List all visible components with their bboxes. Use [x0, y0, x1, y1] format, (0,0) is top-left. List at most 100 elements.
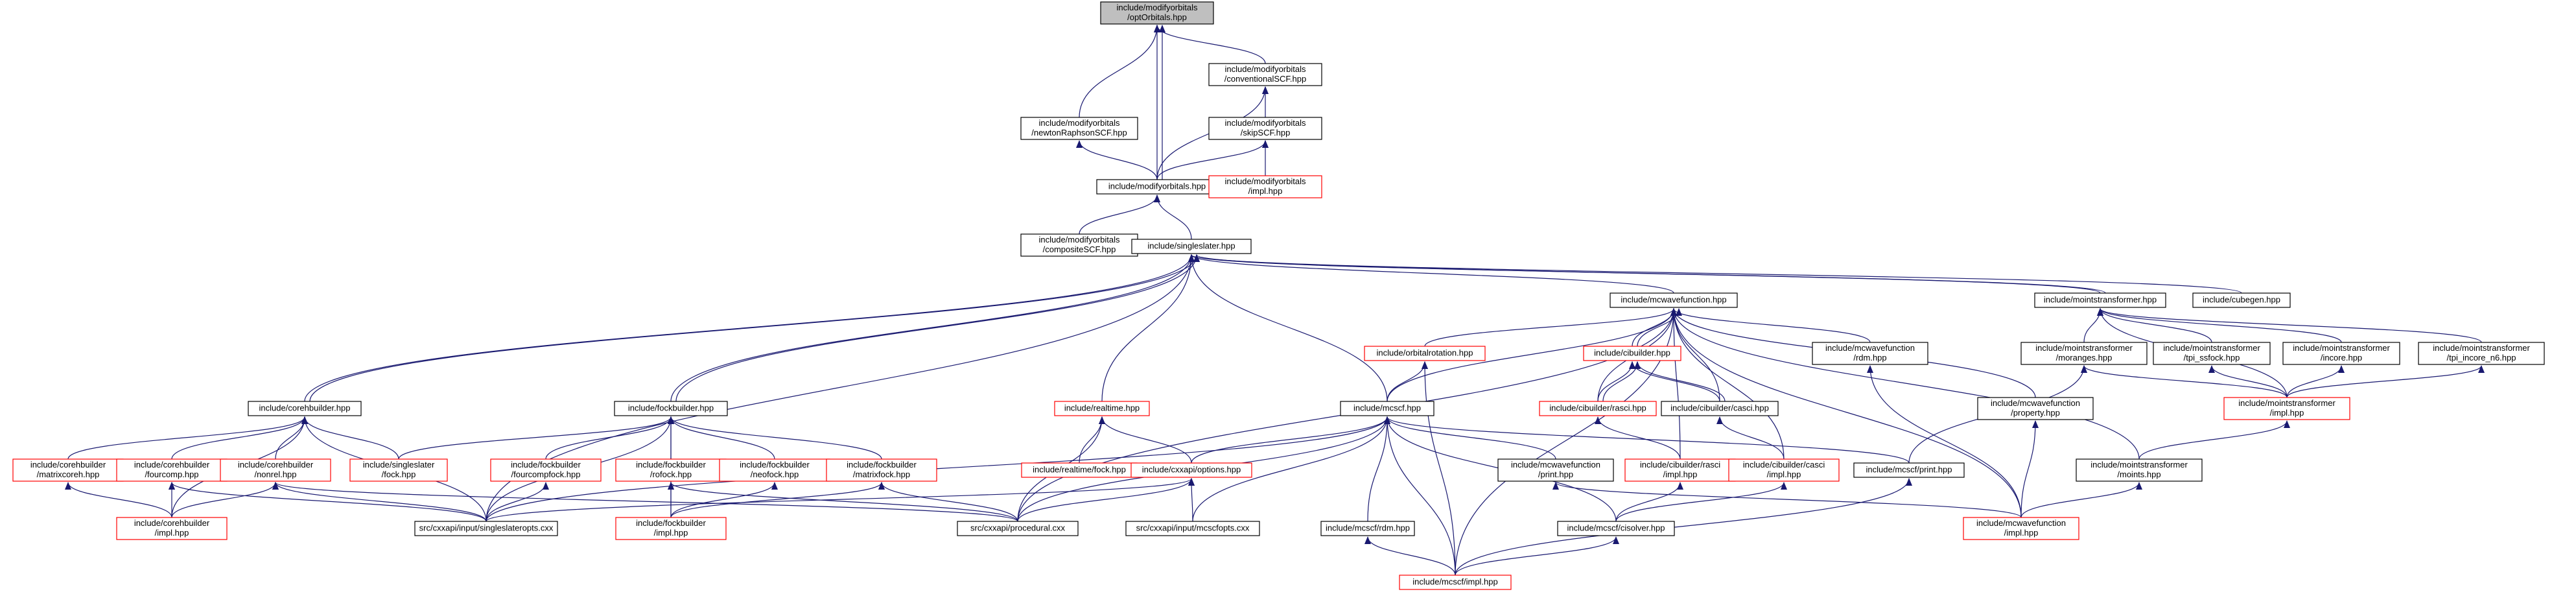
node-skipSCF[interactable]: include/modifyorbitals/skipSCF.hpp	[1208, 117, 1322, 140]
node-ch_impl[interactable]: include/corehbuilder/impl.hpp	[116, 517, 228, 540]
node-box	[615, 517, 727, 540]
node-fockbuilder[interactable]: include/fockbuilder.hpp	[614, 401, 728, 416]
node-procedural[interactable]: src/cxxapi/procedural.cxx	[957, 521, 1079, 536]
node-mcwavefunction[interactable]: include/mcwavefunction.hpp	[1610, 292, 1738, 308]
node-rt_fock[interactable]: include/realtime/fock.hpp	[1021, 462, 1138, 478]
node-box	[1497, 458, 1614, 482]
node-box	[1539, 401, 1657, 416]
node-box	[490, 458, 602, 482]
dependency-arrow	[1079, 195, 1160, 235]
dependency-arrow	[1424, 308, 1677, 347]
node-mcscfopts[interactable]: src/cxxapi/input/mcscfopts.cxx	[1125, 521, 1260, 536]
dependency-arrow	[1154, 25, 1266, 64]
dependency-arrow	[1154, 195, 1192, 240]
node-fb_impl[interactable]: include/fockbuilder/impl.hpp	[615, 517, 727, 540]
node-box	[1610, 292, 1738, 308]
node-singleslateropts[interactable]: src/cxxapi/input/singleslateropts.cxx	[414, 521, 558, 536]
node-box	[1583, 346, 1681, 361]
node-mcw_property[interactable]: include/mcwavefunction/property.hpp	[1977, 397, 2094, 420]
node-box	[220, 458, 331, 482]
node-cxxapi_options[interactable]: include/cxxapi/options.hpp	[1130, 462, 1252, 478]
node-label: include/cibuilder/casci.hpp	[1670, 403, 1769, 412]
node-rofock[interactable]: include/fockbuilder/rofock.hpp	[615, 458, 727, 482]
node-mcscf[interactable]: include/mcscf.hpp	[1340, 401, 1434, 416]
dependency-arrow	[1101, 254, 1195, 402]
node-label: include/singleslater	[363, 460, 435, 469]
dependency-arrow	[1422, 361, 1456, 576]
node-tpi_incore_n6[interactable]: include/mointstransformer/tpi_incore_n6.…	[2418, 342, 2545, 365]
node-box	[614, 401, 728, 416]
node-label: include/mointstransformer	[2293, 343, 2390, 353]
node-neofock[interactable]: include/fockbuilder/neofock.hpp	[719, 458, 830, 482]
dependency-arrow	[2083, 308, 2103, 343]
node-cisolver[interactable]: include/mcscf/cisolver.hpp	[1557, 521, 1675, 536]
node-box	[2418, 342, 2545, 365]
node-box	[2020, 342, 2148, 365]
dependency-arrow	[1079, 25, 1160, 118]
node-cib_casci[interactable]: include/cibuilder/casci.hpp	[1661, 401, 1779, 416]
node-mo_impl[interactable]: include/modifyorbitals/impl.hpp	[1208, 175, 1322, 198]
node-cib_rasci[interactable]: include/cibuilder/rasci.hpp	[1539, 401, 1657, 416]
node-orbitalrotation[interactable]: include/orbitalrotation.hpp	[1364, 346, 1486, 361]
node-rasci_impl[interactable]: include/cibuilder/rasci/impl.hpp	[1624, 458, 1736, 482]
node-fourcompfock[interactable]: include/fockbuilder/fourcompfock.hpp	[490, 458, 602, 482]
node-modifyorbitals[interactable]: include/modifyorbitals.hpp	[1096, 179, 1218, 195]
node-label: /moranges.hpp	[2056, 353, 2113, 362]
node-matrixfock[interactable]: include/fockbuilder/matrixfock.hpp	[826, 458, 937, 482]
node-incore[interactable]: include/mointstransformer/incore.hpp	[2282, 342, 2400, 365]
dependency-arrow	[675, 254, 1200, 402]
node-label: /print.hpp	[1538, 469, 1573, 479]
node-tpi_ssfock[interactable]: include/mointstransformer/tpi_ssfock.hpp	[2153, 342, 2271, 365]
dependency-arrow	[1188, 254, 1388, 402]
dependency-arrow	[1455, 536, 1619, 576]
node-mcw_impl[interactable]: include/mcwavefunction/impl.hpp	[1963, 517, 2079, 540]
node-label: include/mcscf/print.hpp	[1866, 464, 1952, 474]
node-label: /impl.hpp	[1248, 186, 1283, 196]
node-mcw_print[interactable]: include/mcwavefunction/print.hpp	[1497, 458, 1614, 482]
node-compositeSCF[interactable]: include/modifyorbitals/compositeSCF.hpp	[1020, 233, 1138, 257]
dependency-arrow	[1867, 365, 2022, 518]
node-realtime[interactable]: include/realtime.hpp	[1054, 401, 1150, 416]
node-casci_impl[interactable]: include/cibuilder/casci/impl.hpp	[1728, 458, 1840, 482]
node-label: include/realtime.hpp	[1064, 403, 1140, 412]
node-moints[interactable]: include/mointstransformer/moints.hpp	[2076, 458, 2203, 482]
node-box	[2076, 458, 2203, 482]
dependency-arrow	[878, 482, 1018, 522]
node-mcscf_rdm[interactable]: include/mcscf/rdm.hpp	[1320, 521, 1415, 536]
node-label: include/mointstransformer	[2238, 398, 2336, 408]
node-label: src/cxxapi/procedural.cxx	[970, 523, 1065, 532]
node-mcw_rdm[interactable]: include/mcwavefunction/rdm.hpp	[1812, 342, 1928, 365]
node-box	[1364, 346, 1486, 361]
dependency-arrow	[1076, 140, 1158, 180]
node-label: /rofock.hpp	[650, 469, 692, 479]
node-cubegen[interactable]: include/cubegen.hpp	[2192, 292, 2291, 308]
node-label: /impl.hpp	[654, 528, 688, 538]
node-singleslater[interactable]: include/singleslater.hpp	[1131, 239, 1252, 254]
node-cibuilder[interactable]: include/cibuilder.hpp	[1583, 346, 1681, 361]
node-nonrel[interactable]: include/corehbuilder/nonrel.hpp	[220, 458, 331, 482]
dependency-arrow	[1552, 482, 2022, 518]
node-ss_fock[interactable]: include/singleslater/fock.hpp	[349, 458, 448, 482]
node-moi_impl[interactable]: include/mointstransformer/impl.hpp	[2223, 397, 2350, 420]
node-fourcomp[interactable]: include/corehbuilder/fourcomp.hpp	[116, 458, 228, 482]
node-mointstransformer[interactable]: include/mointstransformer.hpp	[2034, 292, 2166, 308]
node-label: /impl.hpp	[2270, 408, 2304, 418]
node-box	[1340, 401, 1434, 416]
node-box	[1320, 521, 1415, 536]
node-optOrbitals[interactable]: include/modifyorbitals/optOrbitals.hpp	[1100, 1, 1214, 25]
dependency-arrow	[304, 254, 1195, 402]
node-matrixcoreh[interactable]: include/corehbuilder/matrixcoreh.hpp	[12, 458, 124, 482]
node-moranges[interactable]: include/mointstransformer/moranges.hpp	[2020, 342, 2148, 365]
node-corehbuilder[interactable]: include/corehbuilder.hpp	[248, 401, 362, 416]
node-mcscf_print[interactable]: include/mcscf/print.hpp	[1853, 462, 1965, 478]
node-label: include/mointstransformer	[2163, 343, 2260, 353]
node-label: include/corehbuilder	[134, 460, 210, 469]
node-mcscf_impl[interactable]: include/mcscf/impl.hpp	[1399, 575, 1512, 590]
node-newtonRaphsonSCF[interactable]: include/modifyorbitals/newtonRaphsonSCF.…	[1020, 117, 1138, 140]
node-label: /tpi_ssfock.hpp	[2184, 353, 2240, 362]
node-conventionalSCF[interactable]: include/modifyorbitals/conventionalSCF.h…	[1208, 63, 1322, 86]
node-label: /optOrbitals.hpp	[1127, 12, 1187, 22]
node-box	[1812, 342, 1928, 365]
node-box	[1100, 1, 1214, 25]
dependency-arrow	[1387, 361, 1428, 402]
